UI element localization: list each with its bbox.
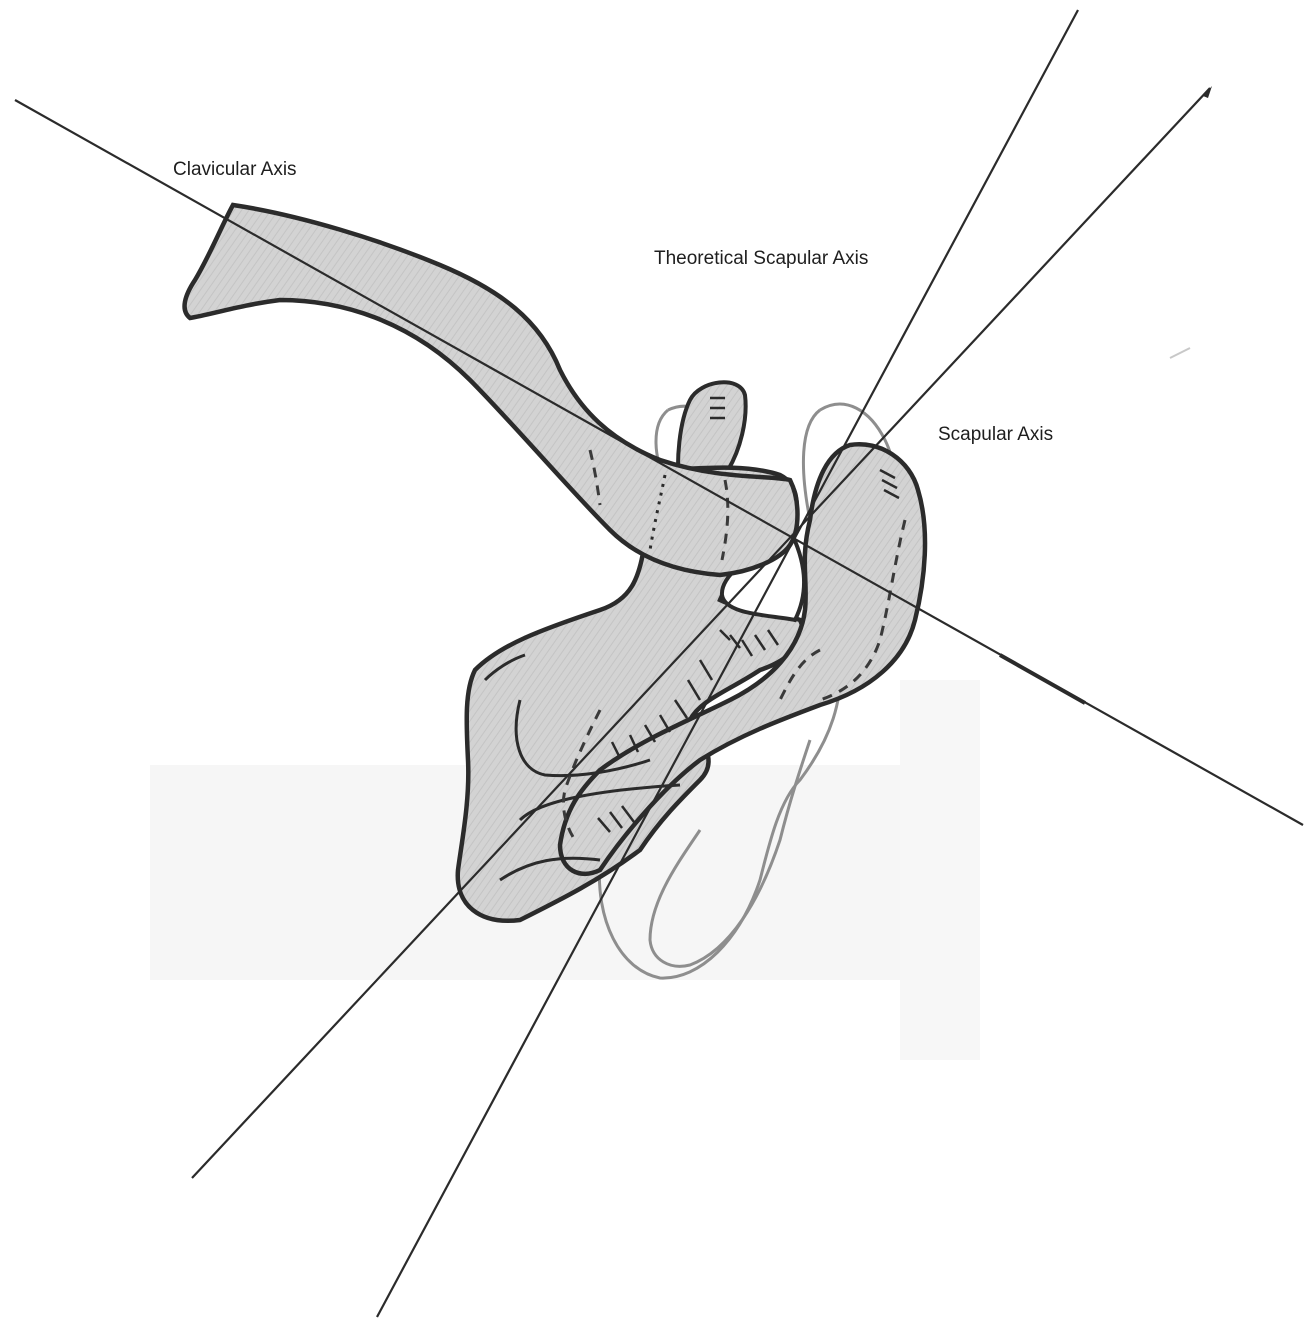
scapular-axis-label: Scapular Axis <box>938 425 1053 444</box>
scapular-axis-arrow-tip <box>1203 86 1212 98</box>
clavicular-axis-label: Clavicular Axis <box>173 160 297 179</box>
clavicular-axis-tail-thick <box>1000 655 1085 703</box>
faint-pencil-mark <box>1170 348 1190 358</box>
paper-shadow-right <box>900 680 980 1060</box>
theoretical-scapular-axis-label: Theoretical Scapular Axis <box>654 249 868 268</box>
